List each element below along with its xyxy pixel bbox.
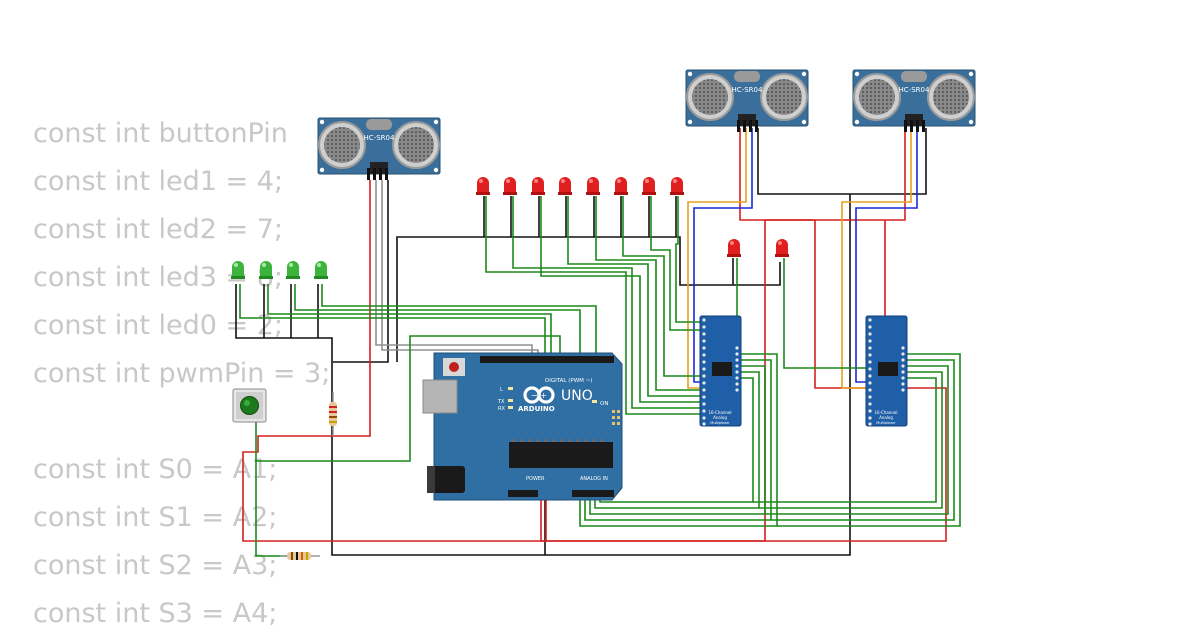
- ultrasonic-sensor-left: HC-SR04: [317, 117, 441, 180]
- mux-label-2: Analog: [879, 415, 893, 420]
- mux-label-3: Multiplexer: [710, 421, 730, 425]
- push-button[interactable]: [232, 388, 267, 423]
- sensor-label: HC-SR04: [732, 86, 763, 94]
- led-green: [286, 261, 300, 279]
- resistor-horizontal: [280, 552, 320, 560]
- sensor-label: HC-SR04: [364, 134, 395, 142]
- l-label: L: [500, 387, 503, 393]
- led-red: [503, 177, 517, 195]
- board-logo: ARDUINO: [518, 405, 555, 413]
- multiplexer-right: 16-Channel Analog Multiplexer: [865, 315, 908, 427]
- led-red: [642, 177, 656, 195]
- tx-label: TX: [497, 399, 505, 405]
- on-label: ON: [600, 401, 608, 407]
- led-red: [558, 177, 572, 195]
- arduino-uno-board: − + UNO ARDUINO DIGITAL (PWM ~) POWER AN…: [422, 352, 623, 501]
- power-header-label: POWER: [526, 476, 545, 482]
- led-green: [231, 261, 245, 279]
- board-model: UNO: [561, 388, 593, 404]
- red-led-row: [476, 177, 789, 257]
- led-red: [476, 177, 490, 195]
- led-green: [259, 261, 273, 279]
- rx-label: RX: [498, 406, 505, 412]
- led-red: [727, 239, 741, 257]
- mux-label-1: 16-Channel: [875, 410, 898, 415]
- mux-label-1: 16-Channel: [709, 410, 732, 415]
- led-red: [775, 239, 789, 257]
- svg-text:− +: − +: [531, 391, 547, 400]
- led-red: [586, 177, 600, 195]
- analog-header-label: ANALOG IN: [580, 476, 608, 482]
- led-red: [614, 177, 628, 195]
- mux-label-3: Multiplexer: [876, 421, 896, 425]
- ultrasonic-sensor-right: HC-SR04: [852, 69, 976, 132]
- ultrasonic-sensor-middle: HC-SR04: [685, 69, 809, 132]
- mux-label-2: Analog: [713, 415, 727, 420]
- sensor-label: HC-SR04: [899, 86, 930, 94]
- wires: [235, 128, 961, 557]
- led-red: [531, 177, 545, 195]
- led-green: [314, 261, 328, 279]
- green-led-row: [231, 261, 328, 279]
- resistor-vertical: [329, 392, 337, 436]
- led-red: [670, 177, 684, 195]
- multiplexer-left: 16-Channel Analog Multiplexer: [699, 315, 742, 427]
- digital-header-label: DIGITAL (PWM ~): [545, 378, 592, 384]
